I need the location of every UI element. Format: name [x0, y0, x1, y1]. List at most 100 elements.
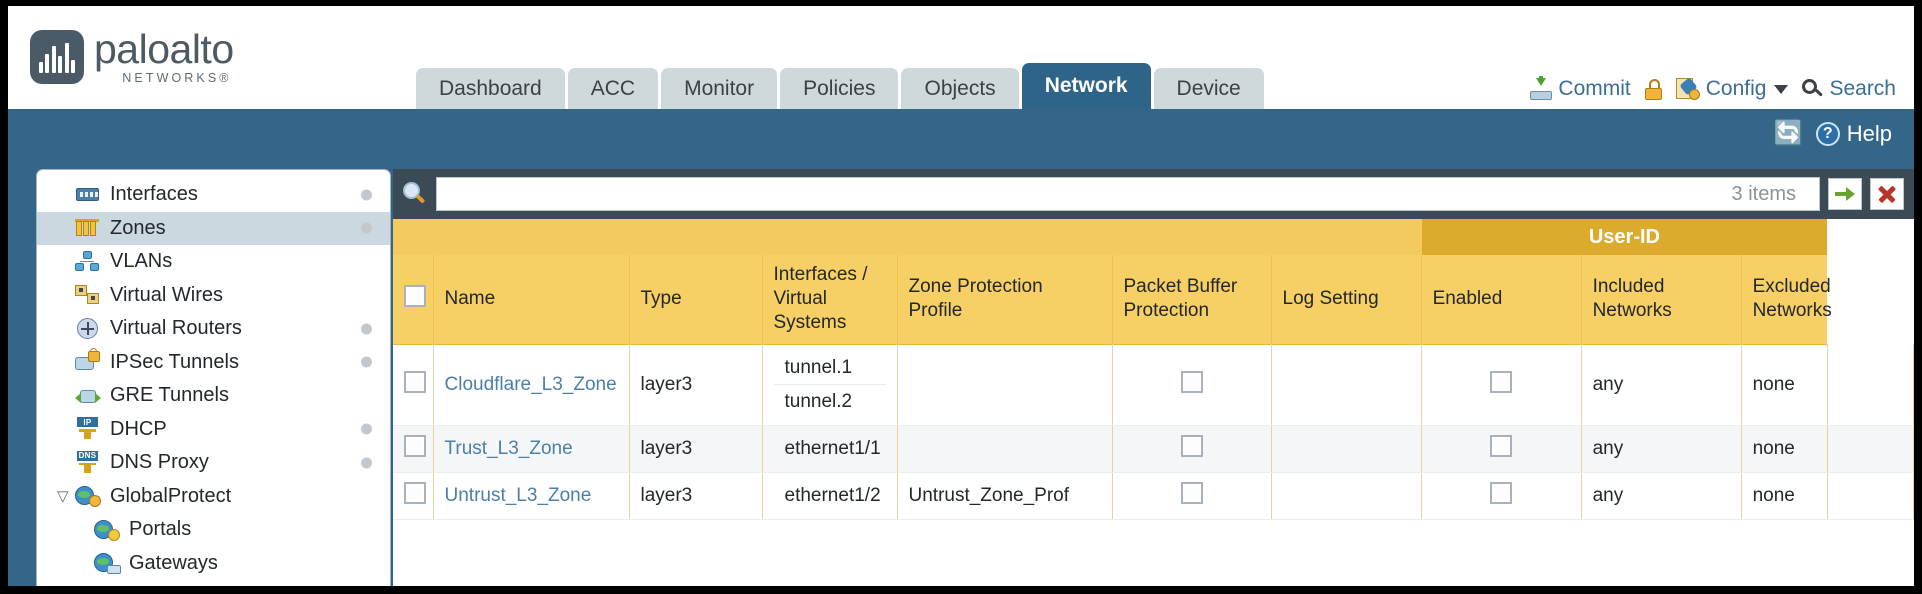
- zones-table: User-ID Name Type Interfaces / Virtual S…: [393, 219, 1914, 520]
- sidebar-label-virtual-routers: Virtual Routers: [110, 317, 242, 340]
- sidebar-label-zones: Zones: [110, 216, 166, 239]
- cell-packet-buffer-protection[interactable]: [1112, 344, 1272, 426]
- col-name[interactable]: Name: [433, 255, 630, 345]
- sidebar-item-portals[interactable]: Portals: [37, 513, 390, 547]
- row-select-cell[interactable]: [393, 425, 434, 473]
- zones-table-wrap: User-ID Name Type Interfaces / Virtual S…: [393, 219, 1914, 586]
- sidebar-item-globalprotect[interactable]: ▽ GlobalProtect: [37, 480, 390, 514]
- main-nav-tabs[interactable]: Dashboard ACC Monitor Policies Objects N…: [416, 63, 1264, 109]
- col-userid-enabled[interactable]: Enabled: [1421, 255, 1582, 345]
- sidebar-item-dns-proxy[interactable]: DNS DNS Proxy: [37, 446, 390, 480]
- packet-buffer-protection-checkbox[interactable]: [1180, 434, 1203, 457]
- cell-userid-enabled[interactable]: [1421, 472, 1582, 520]
- interface-item: ethernet1/1: [784, 437, 881, 459]
- col-packet-buffer-protection[interactable]: Packet Buffer Protection: [1112, 255, 1272, 345]
- tab-acc[interactable]: ACC: [567, 68, 659, 109]
- sidebar-dot-dns-proxy: [361, 457, 372, 469]
- sidebar-dot-dhcp: [361, 423, 372, 435]
- row-select-cell[interactable]: [393, 472, 434, 520]
- tab-device[interactable]: Device: [1153, 68, 1264, 109]
- cell-interfaces: ethernet1/1: [762, 425, 898, 473]
- tab-policies[interactable]: Policies: [780, 68, 899, 109]
- sidebar-item-virtual-routers[interactable]: Virtual Routers: [37, 312, 390, 346]
- packet-buffer-protection-checkbox[interactable]: [1180, 370, 1203, 393]
- search-button[interactable]: Search: [1802, 77, 1896, 101]
- sidebar-label-interfaces: Interfaces: [110, 183, 198, 206]
- cell-zone-protection-profile: [897, 425, 1113, 473]
- apply-filter-button[interactable]: [1828, 178, 1862, 210]
- lock-button[interactable]: [1644, 78, 1662, 100]
- cell-name[interactable]: Trust_L3_Zone: [433, 425, 630, 473]
- userid-enabled-checkbox[interactable]: [1490, 370, 1513, 393]
- cell-userid-enabled[interactable]: [1421, 425, 1582, 473]
- tab-dashboard[interactable]: Dashboard: [416, 68, 565, 109]
- content-pane: 3 items: [393, 169, 1914, 586]
- row-checkbox[interactable]: [404, 434, 426, 457]
- userid-enabled-checkbox[interactable]: [1490, 481, 1513, 504]
- search-icon[interactable]: [401, 181, 428, 208]
- table-row[interactable]: Trust_L3_Zone layer3 ethernet1/1: [393, 425, 1914, 473]
- cell-name[interactable]: Cloudflare_L3_Zone: [433, 344, 630, 426]
- cell-zone-protection-profile: [897, 344, 1113, 426]
- cell-filler: [1827, 425, 1914, 473]
- app-window: paloalto NETWORKS® Dashboard ACC Monitor…: [8, 6, 1914, 586]
- sidebar-label-portals: Portals: [129, 518, 192, 541]
- sidebar-item-vlans[interactable]: VLANs: [37, 245, 390, 279]
- cell-name[interactable]: Untrust_L3_Zone: [433, 472, 630, 520]
- userid-enabled-checkbox[interactable]: [1490, 434, 1513, 457]
- row-select-cell[interactable]: [393, 344, 434, 426]
- sidebar-label-virtual-wires: Virtual Wires: [110, 283, 223, 306]
- sidebar-item-zones[interactable]: Zones: [37, 211, 390, 245]
- col-excluded-networks[interactable]: Excluded Networks: [1741, 255, 1832, 345]
- col-interfaces[interactable]: Interfaces / Virtual Systems: [762, 255, 898, 345]
- tab-network[interactable]: Network: [1021, 63, 1151, 109]
- packet-buffer-protection-checkbox[interactable]: [1180, 481, 1203, 504]
- sidebar-item-interfaces[interactable]: Interfaces: [37, 178, 390, 212]
- dhcp-icon: IP: [75, 417, 101, 440]
- clear-filter-button[interactable]: [1870, 178, 1904, 210]
- col-included-networks[interactable]: Included Networks: [1581, 255, 1742, 345]
- paloalto-bars-logo-icon: [30, 29, 84, 84]
- tab-monitor[interactable]: Monitor: [661, 68, 778, 109]
- cell-packet-buffer-protection[interactable]: [1112, 425, 1272, 473]
- table-row[interactable]: Untrust_L3_Zone layer3 ethernet1/2 Untru…: [393, 472, 1914, 520]
- refresh-icon[interactable]: 🔄: [1773, 120, 1804, 147]
- zone-link[interactable]: Cloudflare_L3_Zone: [444, 373, 617, 395]
- select-all-checkbox[interactable]: [404, 284, 426, 307]
- gre-tunnels-icon: [75, 385, 101, 407]
- help-button[interactable]: ? Help: [1815, 121, 1892, 147]
- col-type[interactable]: Type: [629, 255, 763, 345]
- ipsec-tunnels-icon: [75, 348, 101, 373]
- virtual-routers-icon: [75, 317, 101, 340]
- search-input[interactable]: [436, 177, 1820, 211]
- row-checkbox[interactable]: [404, 370, 426, 393]
- zone-link[interactable]: Trust_L3_Zone: [444, 437, 573, 459]
- help-label: Help: [1846, 121, 1892, 146]
- help-question-icon: ?: [1815, 122, 1840, 146]
- sidebar-label-vlans: VLANs: [110, 250, 173, 273]
- sidebar-item-virtual-wires[interactable]: Virtual Wires: [37, 279, 390, 313]
- sub-toolbar-actions: 🔄 ? Help: [1774, 121, 1892, 147]
- gateways-icon: [94, 552, 121, 575]
- select-all-header[interactable]: [393, 255, 434, 345]
- search-label: Search: [1829, 77, 1896, 100]
- commit-label: Commit: [1558, 77, 1631, 100]
- sidebar-item-dhcp[interactable]: IP DHCP: [37, 413, 390, 447]
- cell-packet-buffer-protection[interactable]: [1112, 472, 1272, 520]
- cell-userid-enabled[interactable]: [1421, 344, 1582, 426]
- table-header-row: Name Type Interfaces / Virtual Systems Z…: [393, 255, 1914, 345]
- row-checkbox[interactable]: [404, 481, 426, 504]
- virtual-wires-icon: [75, 284, 101, 306]
- expand-triangle-icon[interactable]: ▽: [57, 487, 69, 505]
- sidebar-item-ipsec-tunnels[interactable]: IPSec Tunnels: [37, 346, 390, 380]
- sidebar-item-gre-tunnels[interactable]: GRE Tunnels: [37, 379, 390, 413]
- commit-button[interactable]: Commit: [1530, 76, 1631, 101]
- zone-link[interactable]: Untrust_L3_Zone: [444, 484, 592, 506]
- col-zone-protection-profile[interactable]: Zone Protection Profile: [897, 255, 1113, 345]
- sidebar-item-gateways[interactable]: Gateways: [37, 547, 390, 581]
- sidebar-label-ipsec-tunnels: IPSec Tunnels: [110, 350, 239, 373]
- config-menu[interactable]: Config: [1675, 77, 1789, 101]
- tab-objects[interactable]: Objects: [901, 68, 1019, 109]
- sidebar-dot-virtual-routers: [361, 323, 372, 335]
- col-log-setting[interactable]: Log Setting: [1271, 255, 1422, 345]
